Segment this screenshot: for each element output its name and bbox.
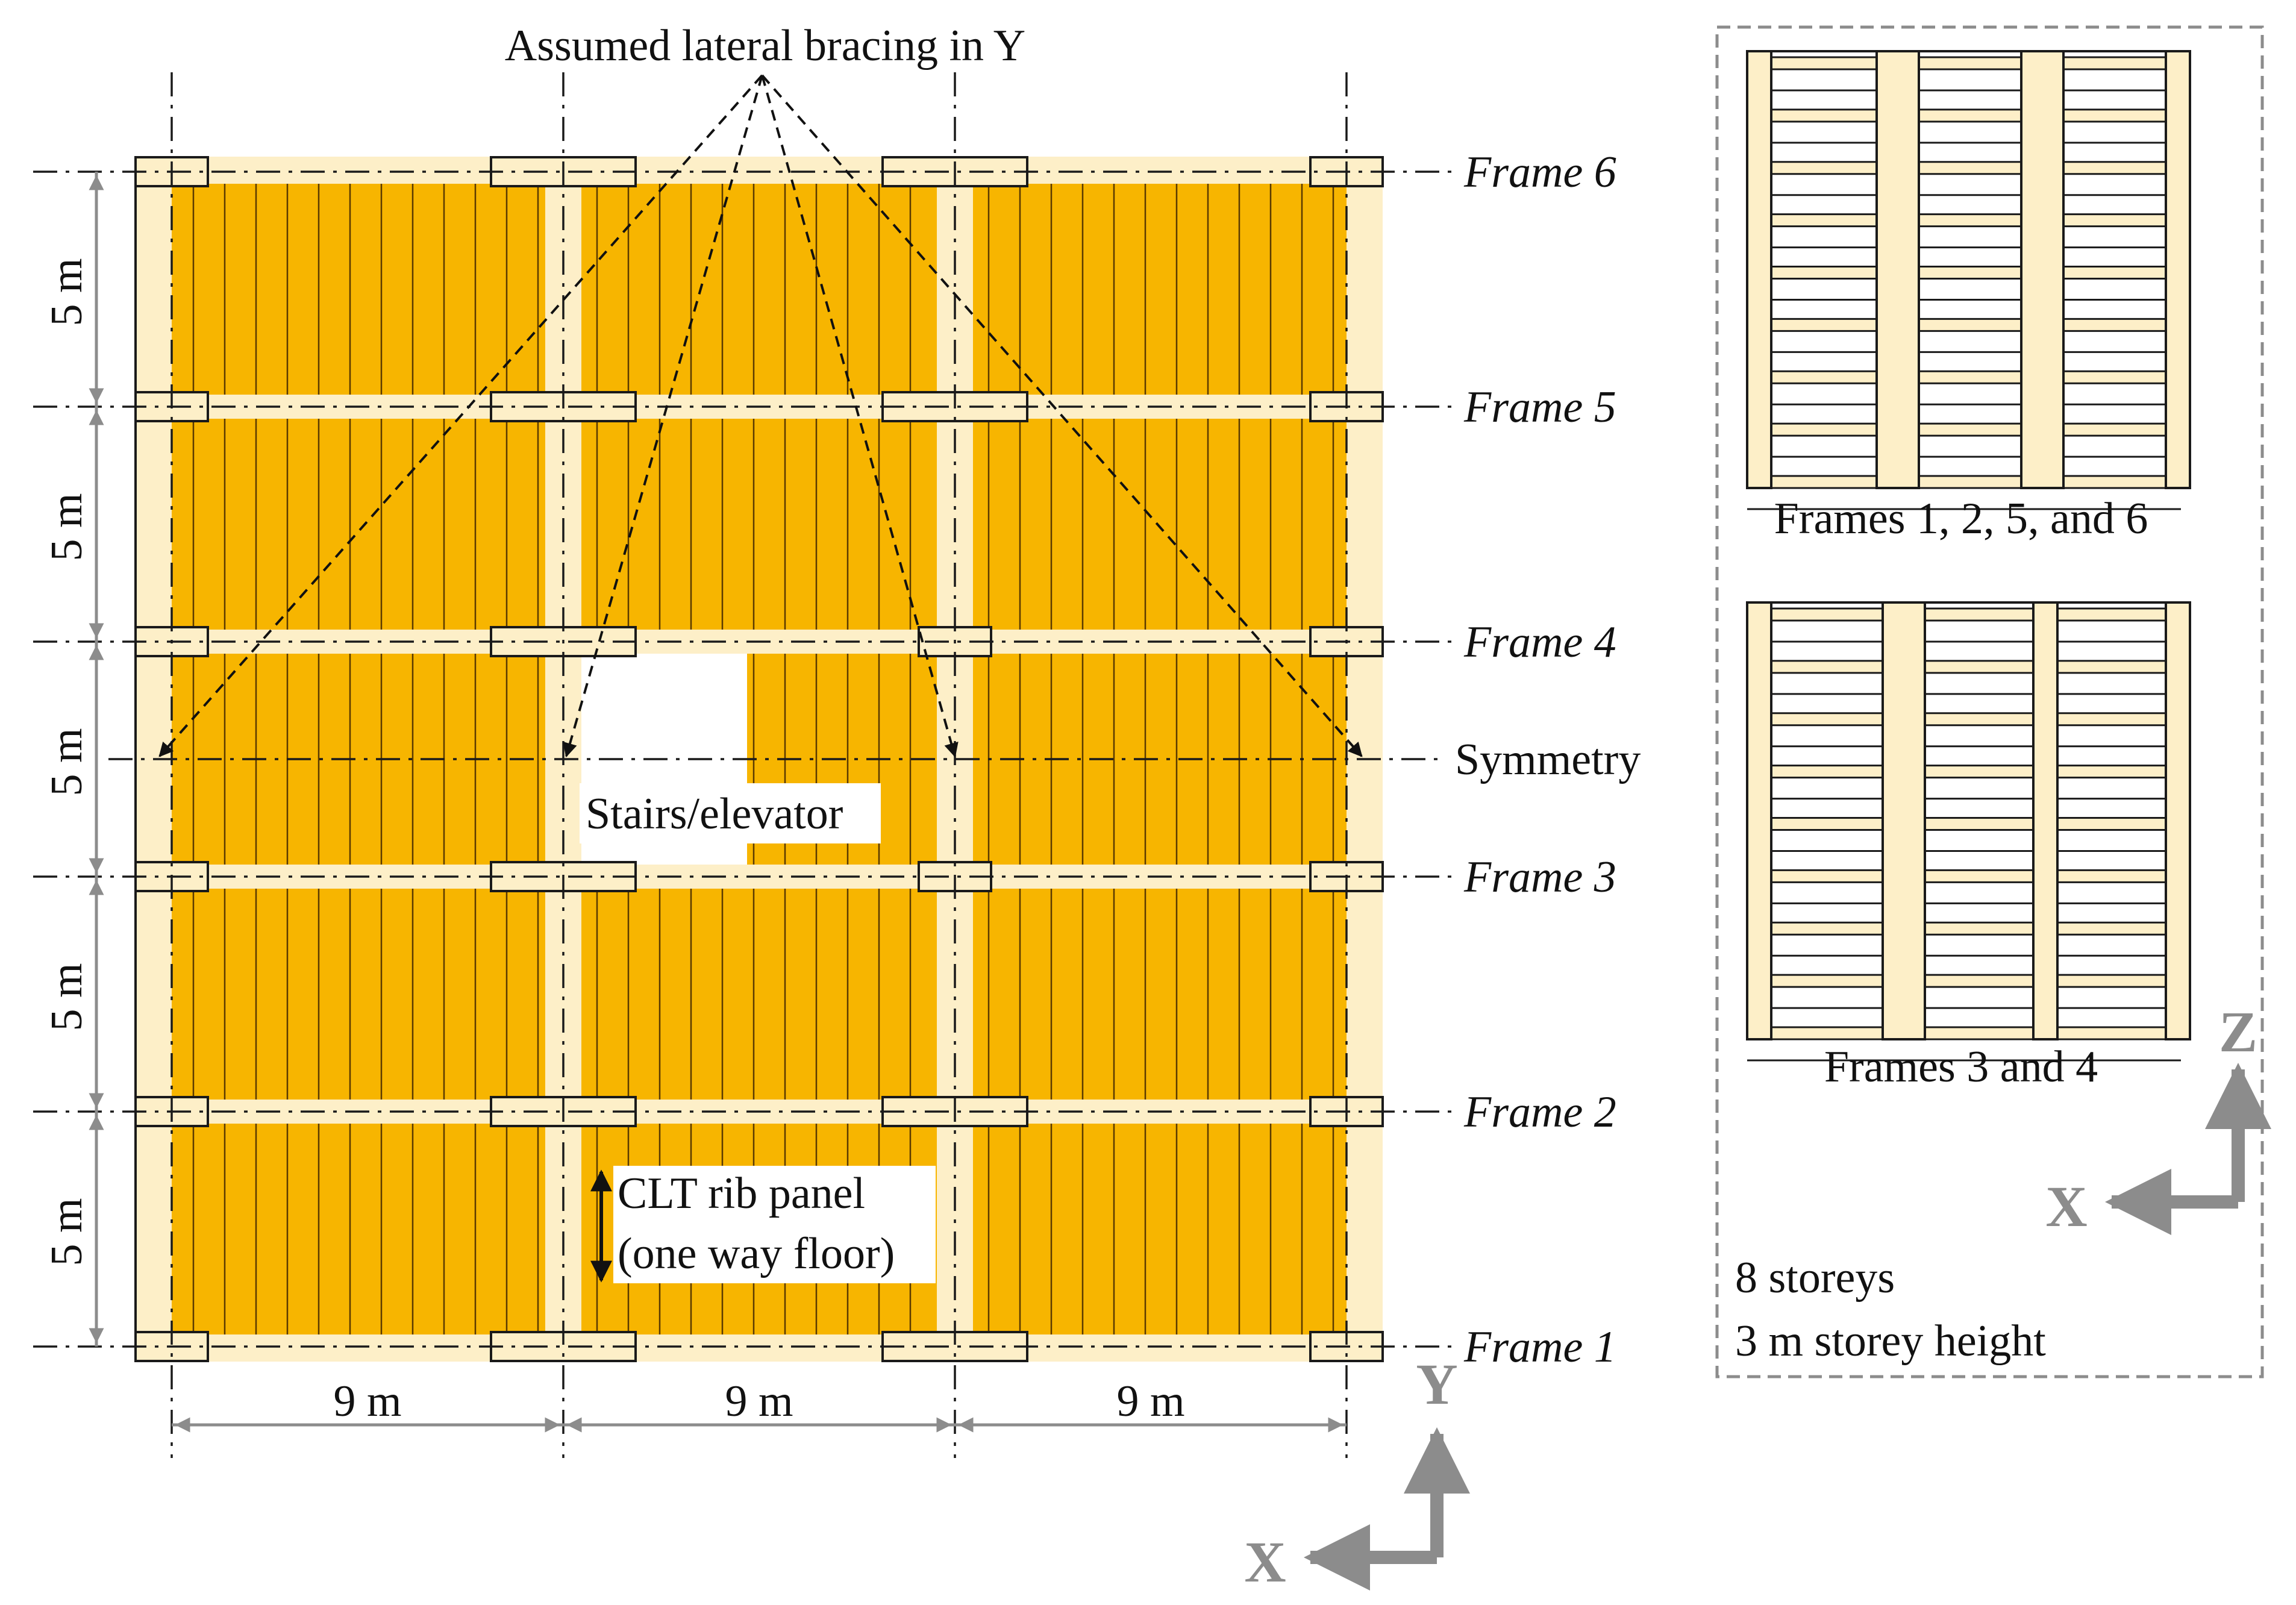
legend-border	[1715, 25, 2264, 1378]
elevation-label-1256: Frames 1, 2, 5, and 6	[1774, 494, 2148, 543]
note-storey-height: 3 m storey height	[1735, 1316, 2046, 1366]
elevation-34-floor-beam	[1746, 817, 2182, 831]
span-x-label-3: 9 m	[1116, 1377, 1184, 1426]
span-y-label-4: 5 m	[42, 963, 92, 1031]
elevation-34-floor-beam	[1746, 1026, 2182, 1040]
frame-label-6: Frame 6	[1463, 148, 1616, 197]
elevation-34-floor-beam	[1746, 974, 2182, 988]
frame-label-1: Frame 1	[1463, 1322, 1616, 1372]
elevation-label-34: Frames 3 and 4	[1824, 1042, 2098, 1092]
opening-label: Stairs/elevator	[586, 789, 843, 839]
elevation-34	[1746, 601, 2191, 1062]
elevation-1256-floor-beam	[1746, 161, 2182, 175]
frame-label-4: Frame 4	[1463, 618, 1616, 667]
elevation-34-column-2	[1882, 601, 1926, 1040]
elevation-34-column-4	[2165, 601, 2191, 1040]
symmetry-label: Symmetry	[1455, 735, 1641, 784]
elev-x-axis-label: X	[2045, 1174, 2087, 1239]
panel-label-line2: (one way floor)	[618, 1229, 895, 1278]
elevation-34-floor-beam	[1746, 921, 2182, 936]
span-y-label-3: 5 m	[42, 728, 92, 796]
span-x-label-2: 9 m	[725, 1377, 793, 1426]
span-x-label-1: 9 m	[333, 1377, 401, 1426]
frame-label-5: Frame 5	[1463, 383, 1616, 432]
elevation-1256-floor-beam	[1746, 213, 2182, 228]
elevation-34-column-1	[1746, 601, 1772, 1040]
plan-axis-indicator: Y X	[1244, 1352, 1470, 1594]
elevation-34-floor-beam	[1746, 660, 2182, 674]
span-y-label-1: 5 m	[42, 258, 92, 326]
span-y-label-5: 5 m	[42, 1198, 92, 1266]
panel-label-line1: CLT rib panel	[618, 1169, 865, 1218]
panel-label-background	[613, 1166, 936, 1283]
bracing-arrow-1	[158, 74, 763, 757]
bracing-arrows	[158, 74, 1363, 758]
elevation-1256-floor-beam	[1746, 370, 2182, 384]
span-y-label-2: 5 m	[42, 493, 92, 561]
bracing-arrow-3	[761, 75, 959, 758]
elevation-1256-floor-beam	[1746, 56, 2182, 70]
elevation-34-floor-beam	[1746, 607, 2182, 622]
elevation-1256-column-1	[1746, 50, 1772, 489]
elevation-34-floor-beam	[1746, 869, 2182, 883]
opening-label-background	[580, 783, 881, 843]
elevation-1256-column-2	[1875, 50, 1920, 489]
elevation-1256-floor-beam	[1746, 318, 2182, 332]
elevation-1256-floor-beam	[1746, 422, 2182, 437]
frame-label-3: Frame 3	[1463, 853, 1616, 902]
elevation-34-floor-beam	[1746, 765, 2182, 779]
dimension-lines	[89, 172, 1347, 1433]
grid-lines	[33, 72, 1452, 1458]
elevation-1256-column-4	[2165, 50, 2191, 489]
elevation-1256	[1746, 50, 2191, 510]
frame-elevations	[1746, 50, 2191, 1062]
elevation-1256-floor-beam	[1746, 475, 2182, 489]
elevation-34-floor-beam	[1746, 712, 2182, 727]
legend-panel: Frames 1, 2, 5, and 6 Frames 3 and 4 8 s…	[1715, 25, 2271, 1378]
elevation-1256-floor-beam	[1746, 108, 2182, 123]
z-axis-label: Z	[2219, 1000, 2257, 1064]
plan-labels: Assumed lateral bracing in Y Frame 6 Fra…	[42, 21, 1641, 1426]
bracing-arrow-2	[563, 75, 763, 758]
bracing-arrow-4	[761, 74, 1363, 757]
elevation-1256-floor-beam	[1746, 266, 2182, 280]
elevation-1256-column-3	[2020, 50, 2065, 489]
y-axis-label: Y	[1416, 1352, 1457, 1416]
note-storeys: 8 storeys	[1735, 1253, 1895, 1303]
x-axis-label: X	[1244, 1530, 1286, 1594]
panel-bay-1	[172, 181, 551, 1338]
elevation-34-column-3	[2032, 601, 2059, 1040]
frame-label-2: Frame 2	[1463, 1087, 1616, 1137]
bracing-label: Assumed lateral bracing in Y	[505, 21, 1025, 70]
